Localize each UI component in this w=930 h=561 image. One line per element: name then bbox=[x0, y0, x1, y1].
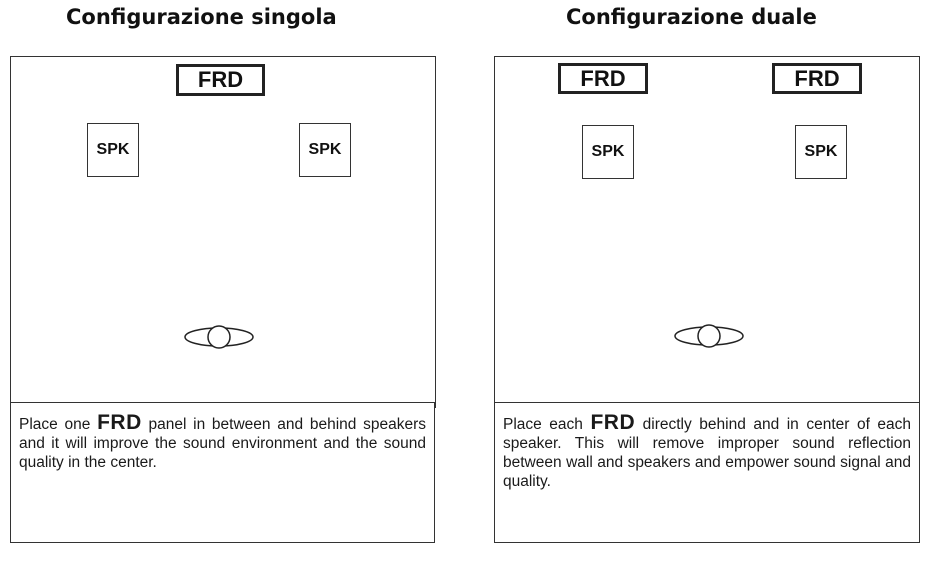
frd-panel-right: FRD bbox=[772, 63, 862, 94]
dual-config-heading: Configurazione duale bbox=[566, 5, 817, 29]
listener-head-icon bbox=[184, 325, 254, 349]
dual-config-room: FRD FRD SPK SPK bbox=[494, 56, 920, 408]
frd-emphasis: FRD bbox=[97, 411, 142, 434]
frd-emphasis: FRD bbox=[590, 411, 636, 434]
speaker-right: SPK bbox=[795, 125, 847, 179]
speaker-right: SPK bbox=[299, 123, 351, 177]
listener-head-icon bbox=[674, 324, 744, 348]
single-config-description: Place one FRD panel in between and behin… bbox=[10, 402, 435, 543]
single-config-heading: Configurazione singola bbox=[66, 5, 337, 29]
description-text-end: directly behind and in center of each sp… bbox=[503, 416, 912, 490]
frd-panel-left: FRD bbox=[558, 63, 648, 94]
description-text-start: Place one bbox=[19, 416, 98, 433]
single-config-room: FRD SPK SPK bbox=[10, 56, 436, 408]
frd-panel-center: FRD bbox=[176, 64, 265, 96]
speaker-left: SPK bbox=[87, 123, 139, 177]
description-text-start: Place each bbox=[503, 416, 591, 433]
speaker-left: SPK bbox=[582, 125, 634, 179]
dual-config-description: Place each FRD directly behind and in ce… bbox=[494, 402, 920, 543]
description-text-end: panel in between and behind speakers and… bbox=[19, 416, 427, 471]
